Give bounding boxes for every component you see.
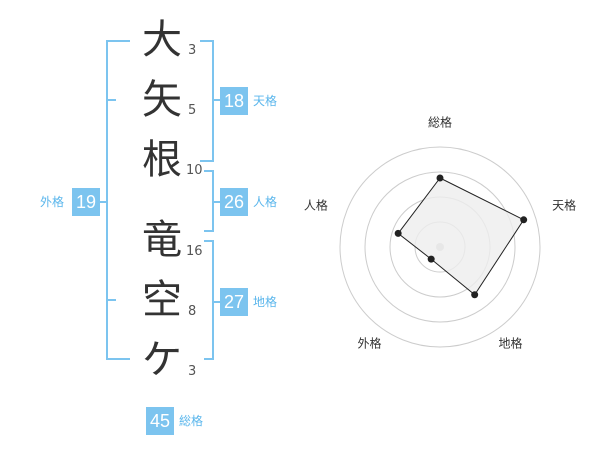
chikaku-bracket <box>204 240 214 360</box>
gaikaku-label: 外格 <box>40 195 65 209</box>
radar-axis-label-2: 天格 <box>552 197 576 212</box>
bracket-connector <box>98 201 108 203</box>
radar-point-5 <box>394 229 402 237</box>
stroke-count-6: 3 <box>188 364 197 379</box>
name-char-3: 根 <box>142 137 182 183</box>
tenkaku-badge: 18 <box>220 87 248 115</box>
radar-axis-label-4: 外格 <box>357 336 381 351</box>
radar-point-4 <box>427 255 435 263</box>
tenkaku-label: 天格 <box>253 94 278 108</box>
radar-point-2 <box>520 216 528 224</box>
name-char-6: ケ <box>142 337 182 383</box>
radar-series-area <box>397 177 525 296</box>
chikaku-label: 地格 <box>253 295 278 309</box>
radar-axis-label-3: 地格 <box>499 336 523 351</box>
radar-points <box>394 174 528 299</box>
radar-ring <box>364 171 516 323</box>
bracket-tick <box>106 99 116 101</box>
jinkaku-label: 人格 <box>253 195 278 209</box>
radar-point-1 <box>436 174 444 182</box>
radar-ring <box>339 146 541 348</box>
gaikaku-bracket <box>106 40 130 360</box>
gaikaku-badge: 19 <box>72 188 100 216</box>
bracket-tick <box>106 299 116 301</box>
name-char-2: 矢 <box>142 77 182 123</box>
bracket-connector <box>212 99 222 101</box>
tenkaku-bracket <box>200 40 214 162</box>
stroke-count-5: 8 <box>188 304 197 319</box>
bracket-connector <box>212 201 222 203</box>
radar-axis-label-5: 人格 <box>304 197 328 212</box>
soukaku-badge: 45 <box>146 407 174 435</box>
stroke-count-4: 16 <box>186 244 203 259</box>
stroke-count-1: 3 <box>188 43 197 58</box>
name-char-5: 空 <box>142 277 182 323</box>
stroke-count-3: 10 <box>186 163 203 178</box>
radar-axis-label-1: 総格 <box>428 115 452 130</box>
radar-point-3 <box>471 291 479 299</box>
chikaku-badge: 27 <box>220 288 248 316</box>
bracket-connector <box>212 301 222 303</box>
name-char-4: 竜 <box>142 217 182 263</box>
soukaku-label: 総格 <box>179 414 204 428</box>
name-char-1: 大 <box>142 17 182 63</box>
stroke-count-2: 5 <box>188 103 197 118</box>
jinkaku-badge: 26 <box>220 188 248 216</box>
